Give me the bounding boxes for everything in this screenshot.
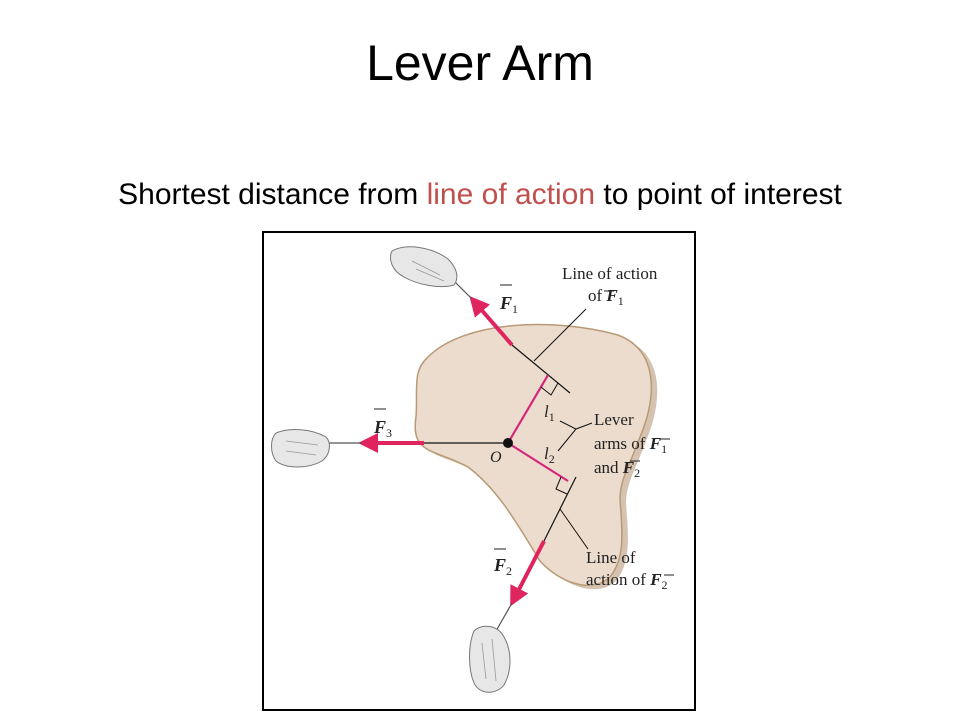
loa-f1-line2: of F1	[588, 286, 624, 308]
right-angle-marker-2	[555, 476, 568, 495]
loa-f2-leader	[559, 508, 589, 550]
force-rope-f1	[453, 280, 473, 300]
f2-label: F2	[493, 555, 512, 578]
lever-arm-l1	[507, 374, 549, 444]
hand-f2-icon	[469, 625, 511, 693]
lever-bracket-leader	[575, 422, 593, 430]
lever-arm-diagram: O F1 F3 F2 l1 l2 Line of action of F1 Le…	[271, 246, 674, 693]
f1-label: F1	[499, 293, 518, 316]
loa-f1-line1: Line of action	[562, 264, 658, 283]
loa-f2-line1: Line of	[586, 548, 636, 567]
lever-arm-figure: O F1 F3 F2 l1 l2 Line of action of F1 Le…	[262, 231, 696, 711]
loa-f2-line2: action of F2	[586, 570, 668, 592]
f3-label: F3	[373, 417, 392, 440]
loa-f1-leader	[533, 308, 587, 362]
lever-arms-line1: Lever	[594, 410, 634, 429]
hand-f3-icon	[271, 429, 330, 468]
hand-f1-icon	[390, 246, 458, 288]
lever-arms-line2: arms of F1	[594, 434, 667, 456]
lever-arm-l2	[507, 442, 569, 482]
slide-subtitle: Shortest distance from line of action to…	[0, 180, 960, 210]
lever-arms-line3: and F2	[594, 458, 640, 480]
subtitle-highlight: line of action	[426, 178, 596, 211]
right-angle-marker-1	[540, 382, 559, 396]
subtitle-text-before: Shortest distance from	[118, 178, 427, 211]
rigid-body	[414, 323, 653, 587]
force-vector-f1	[469, 295, 514, 347]
force-rope-f2	[495, 602, 513, 632]
line-of-action-f1	[511, 344, 571, 394]
origin-label: O	[490, 449, 502, 466]
subtitle-text-after: to point of interest	[595, 178, 842, 211]
l2-label: l2	[544, 444, 555, 466]
force-vector-f2	[510, 540, 546, 607]
l1-label: l1	[544, 402, 555, 424]
pivot-point-o	[503, 438, 513, 448]
slide-title: Lever Arm	[366, 35, 594, 91]
